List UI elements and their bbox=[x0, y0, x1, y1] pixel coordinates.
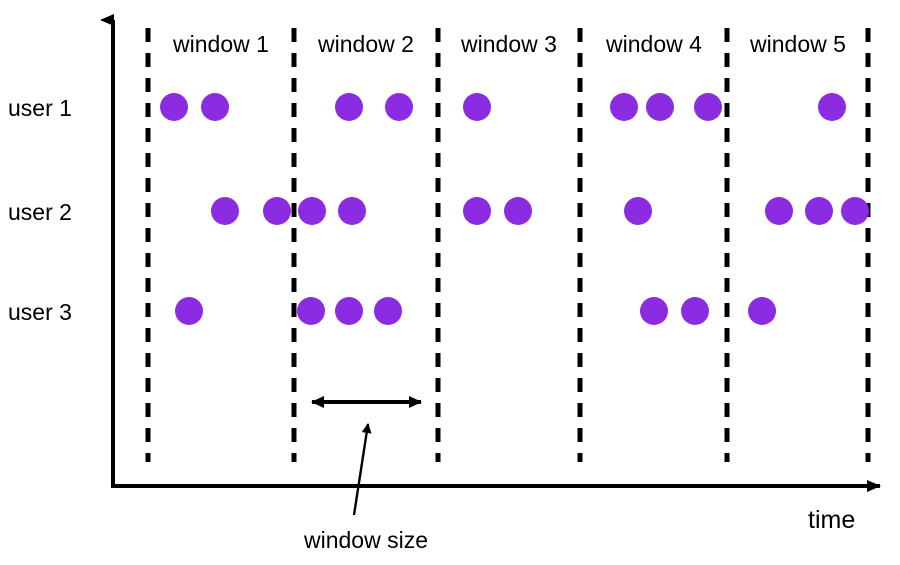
event-dot bbox=[765, 197, 793, 225]
event-dot bbox=[211, 197, 239, 225]
event-dot bbox=[504, 197, 532, 225]
window-label-5: window 5 bbox=[749, 31, 846, 57]
window-label-3: window 3 bbox=[460, 31, 557, 57]
user-labels-group: user 1 user 2 user 3 bbox=[8, 95, 72, 325]
event-dot bbox=[160, 93, 188, 121]
window-size-leader-line bbox=[352, 423, 372, 516]
event-dot bbox=[201, 93, 229, 121]
event-dot bbox=[681, 297, 709, 325]
user-label-1: user 1 bbox=[8, 95, 72, 121]
window-label-4: window 4 bbox=[605, 31, 702, 57]
event-dot bbox=[335, 93, 363, 121]
event-dot bbox=[385, 93, 413, 121]
event-dot bbox=[841, 197, 869, 225]
window-size-label: window size bbox=[303, 527, 428, 553]
event-dot bbox=[175, 297, 203, 325]
window-labels-group: window 1 window 2 window 3 window 4 wind… bbox=[172, 31, 846, 57]
event-dot bbox=[374, 297, 402, 325]
window-label-1: window 1 bbox=[172, 31, 269, 57]
window-label-2: window 2 bbox=[317, 31, 414, 57]
event-dot bbox=[640, 297, 668, 325]
user-label-2: user 2 bbox=[8, 199, 72, 225]
event-dot bbox=[610, 93, 638, 121]
event-dot bbox=[297, 297, 325, 325]
event-dot bbox=[624, 197, 652, 225]
event-dot bbox=[263, 197, 291, 225]
user-label-3: user 3 bbox=[8, 299, 72, 325]
event-dot bbox=[335, 297, 363, 325]
window-dividers-group bbox=[145, 28, 871, 462]
window-size-callout: window size bbox=[303, 396, 428, 553]
event-dot bbox=[748, 297, 776, 325]
event-dot bbox=[694, 93, 722, 121]
event-dots-layer bbox=[160, 93, 869, 325]
event-dot bbox=[818, 93, 846, 121]
x-axis-label: time bbox=[808, 506, 855, 534]
event-dot bbox=[338, 197, 366, 225]
event-dot bbox=[805, 197, 833, 225]
event-dot bbox=[298, 197, 326, 225]
event-dot bbox=[646, 93, 674, 121]
event-dot bbox=[463, 197, 491, 225]
axes-group bbox=[100, 14, 881, 492]
event-dot bbox=[463, 93, 491, 121]
